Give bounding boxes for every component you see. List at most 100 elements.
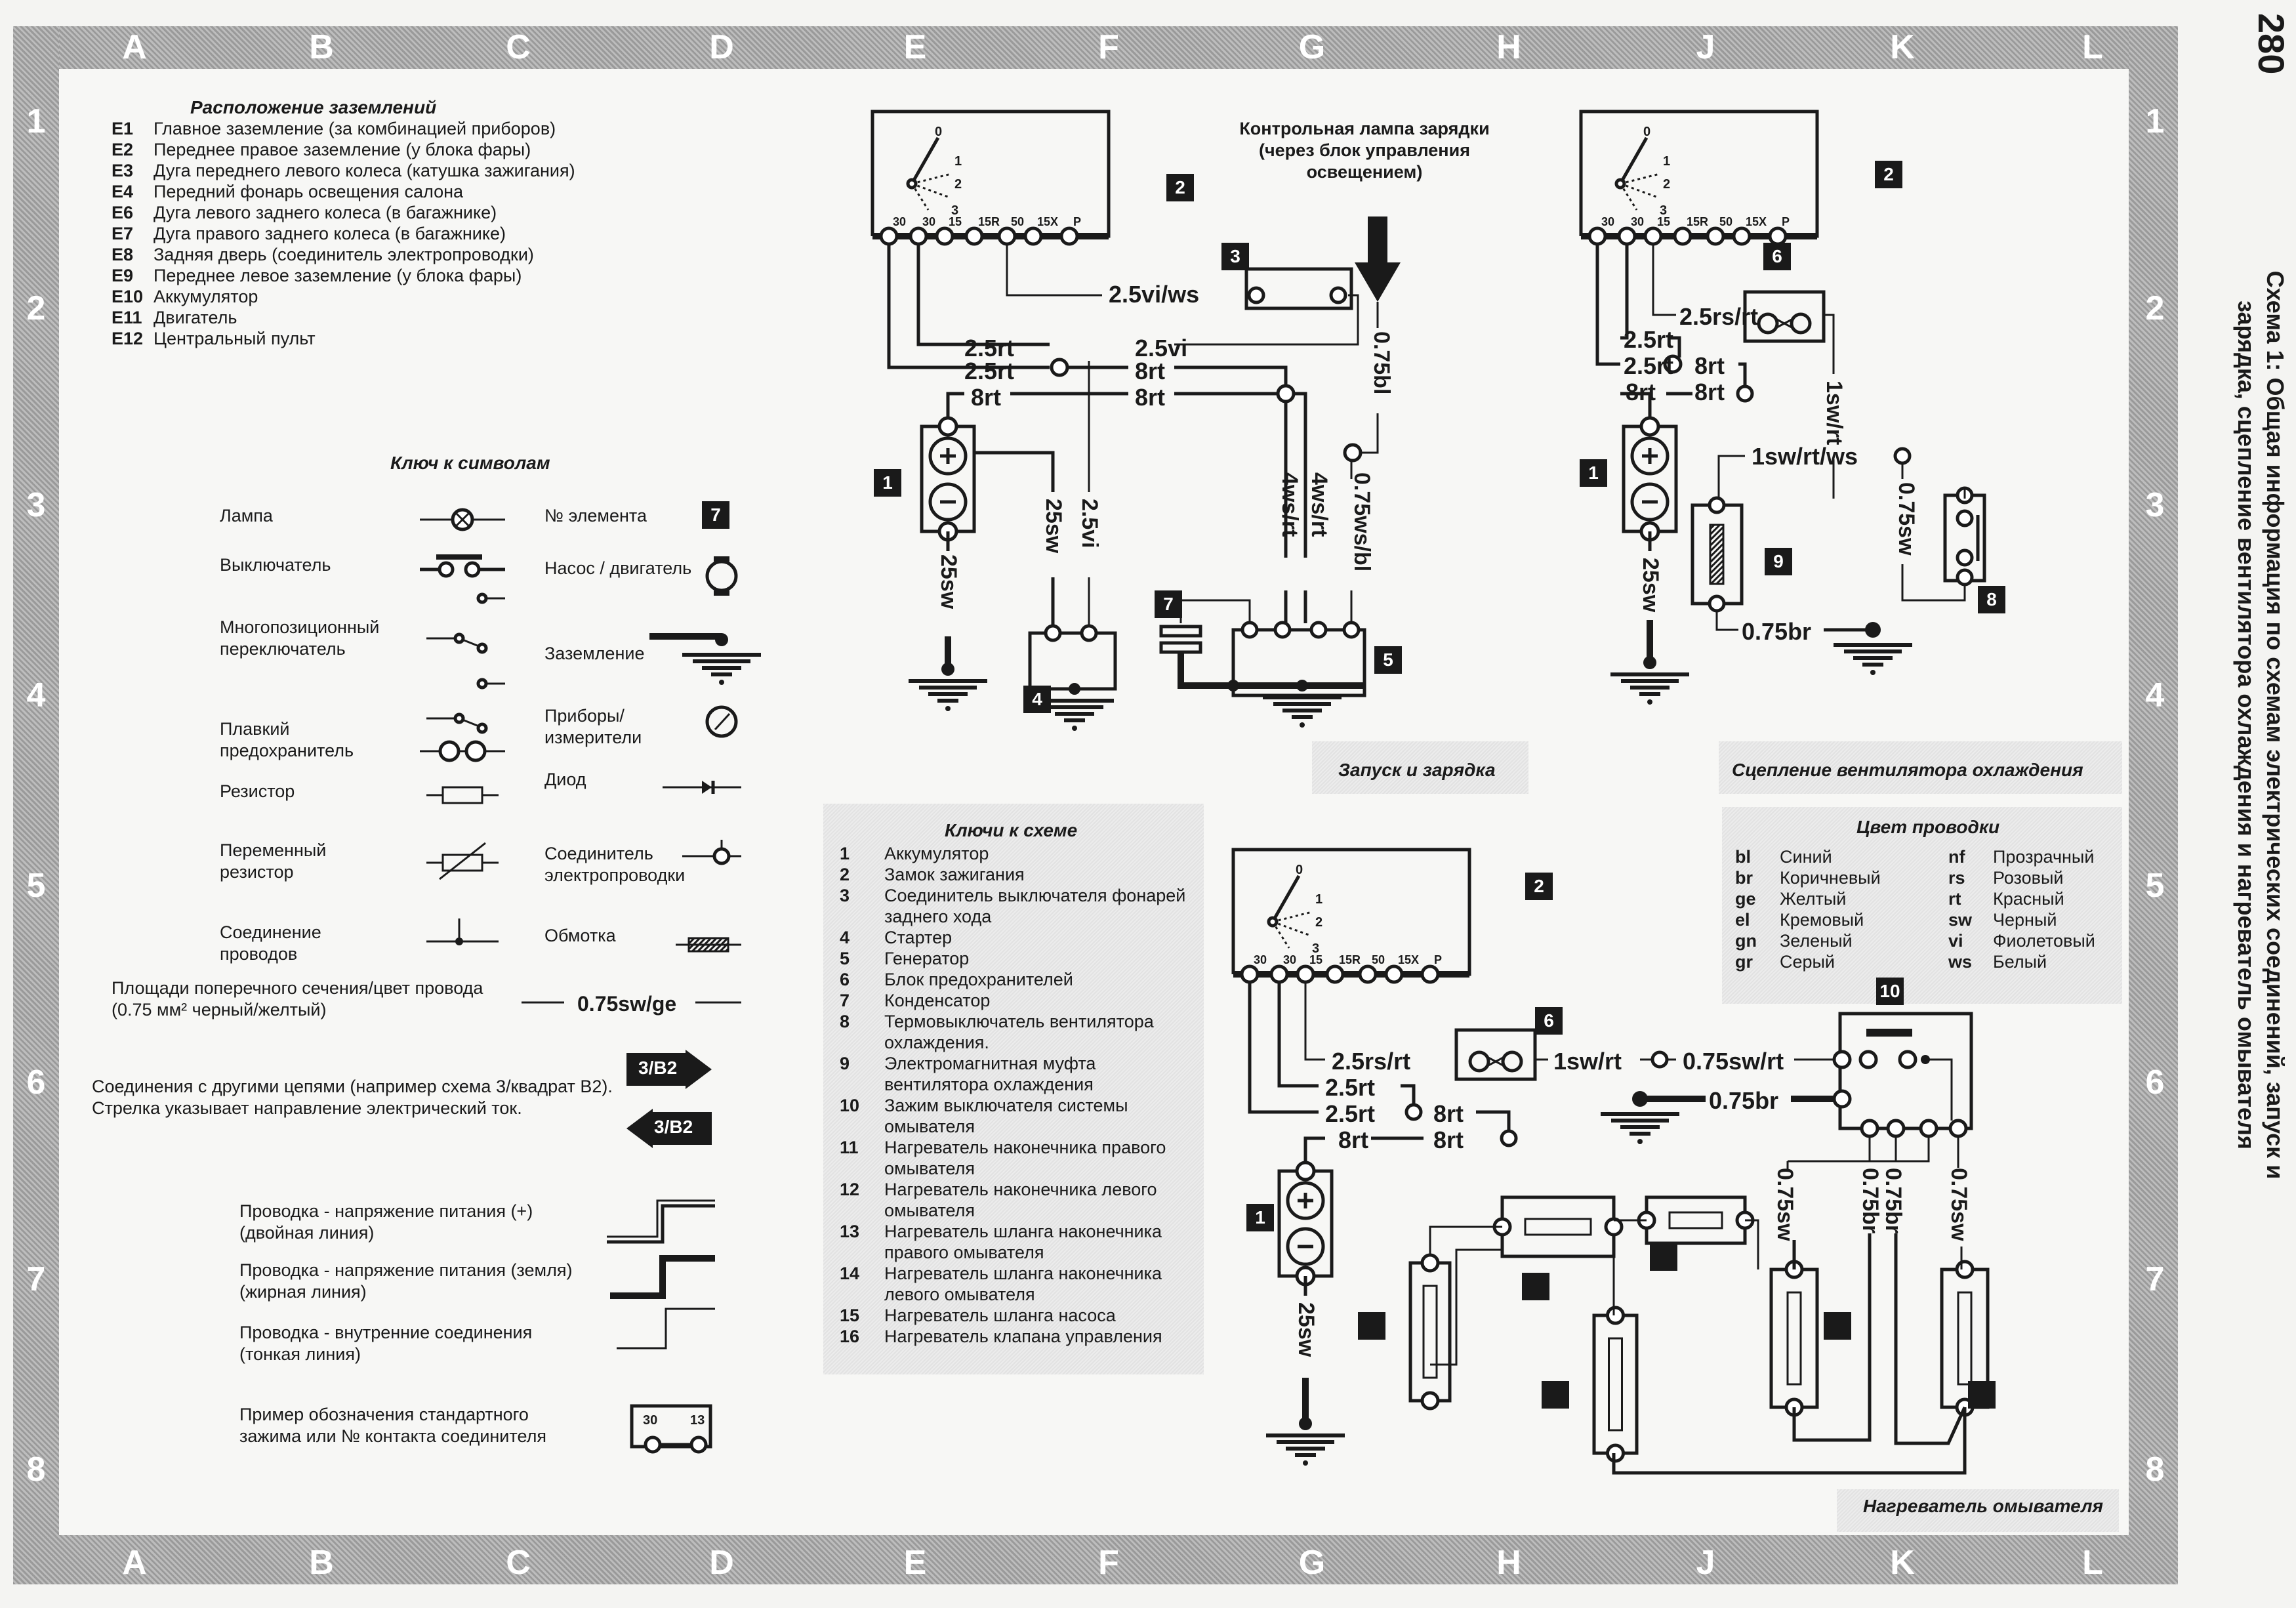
wire-color-name: Розовый: [1993, 868, 2064, 888]
grid-row-right-1: 1: [2145, 102, 2165, 140]
wire-label-0.75sw-a: 0.75sw: [1773, 1168, 1797, 1241]
diagram-key-panel: [823, 804, 1204, 1374]
connector-node: [1247, 286, 1265, 304]
wire-size-label: Площади поперечного сечения/цвет провода…: [112, 978, 483, 1020]
badge-15: [1358, 1312, 1385, 1340]
ground-description: Дуга правого заднего колеса (в багажнике…: [154, 224, 506, 243]
symbol-label: Насос / двигатель: [544, 558, 692, 578]
diagram-key-number: 8: [840, 1012, 850, 1031]
diagram-key-text: Термовыключатель вентилятора охлаждения.: [884, 1012, 1154, 1052]
diagram-key-number: 16: [840, 1327, 860, 1346]
wire-junction-icon: [426, 918, 499, 945]
reverse-light-connector-icon: [1244, 267, 1353, 310]
connector-node: [1858, 1050, 1878, 1069]
connector-node: [1606, 1306, 1625, 1325]
wire-color-name: Фиолетовый: [1993, 931, 2095, 951]
wire: [1277, 982, 1319, 1088]
wire-label-2.5vi-ws: 2.5vi/ws: [1109, 281, 1200, 308]
washer-title-panel: [1837, 1489, 2119, 1532]
wire: [1284, 590, 1307, 623]
wiring-thin-label: Проводка - внутренние соединения (тонкая…: [239, 1323, 533, 1364]
diagram-key-text: Генератор: [884, 949, 970, 968]
ignition-position-label: 1: [1663, 154, 1671, 169]
heater-16-icon: [1500, 1195, 1616, 1258]
wire-color-code: nf: [1948, 847, 1965, 867]
wire-label-2.5rt-b: 2.5rt: [1325, 1100, 1376, 1127]
grid-row-right-3: 3: [2145, 486, 2165, 524]
junction-dot: [1296, 680, 1308, 691]
grid-col-bottom-H: H: [1496, 1544, 1521, 1582]
ground-description: Дуга переднего левого колеса (катушка за…: [154, 161, 575, 180]
grid-col-bottom-B: B: [309, 1544, 334, 1582]
wire: [1745, 1219, 1759, 1269]
grid-col-top-C: C: [506, 28, 531, 66]
alternator-terminal: [1309, 621, 1328, 639]
ignition-terminal-label: 50: [1011, 215, 1025, 228]
ground-code: E3: [112, 161, 134, 180]
wire: [1304, 982, 1325, 1061]
ignition-terminal-30: [909, 226, 928, 246]
wire-label-25sw: 25sw: [1638, 558, 1663, 613]
wire-color-code: rt: [1948, 889, 1961, 909]
wire: [1430, 1248, 1502, 1366]
wire-label-4ws-rt-b: 4ws/rt: [1307, 472, 1332, 537]
symbol-label: Соединение проводов: [220, 922, 321, 964]
junction-dot: [1227, 680, 1239, 691]
fan-title-panel: [1719, 741, 2122, 794]
ignition-terminal-label: 15: [1309, 953, 1323, 966]
ignition-terminal-15: [1643, 226, 1663, 246]
grid-col-top-B: B: [309, 28, 334, 66]
wire-color-code: el: [1735, 910, 1750, 930]
junction-dot: [1069, 683, 1080, 695]
badge-2: 2: [1875, 161, 1902, 188]
grid-col-top-L: L: [2082, 28, 2103, 66]
ground-locations-title: Расположение заземлений: [190, 97, 437, 117]
junction-dot: [1299, 1417, 1312, 1430]
wire: [1174, 294, 1359, 346]
ignition-position-label: 3: [1660, 203, 1668, 218]
wire-color-code: sw: [1948, 910, 1973, 930]
connector-node: [1663, 354, 1683, 374]
ground-description: Дуга левого заднего колеса (в багажнике): [154, 203, 497, 222]
grid-frame-left: [13, 26, 59, 1584]
diagram-key-text: Нагреватель наконечника правого омывател…: [884, 1138, 1166, 1178]
ignition-terminal-15: [935, 226, 954, 246]
wire-colors-panel: [1722, 807, 2122, 1004]
ignition-terminal-label: 50: [1719, 215, 1733, 228]
wire-color-name: Черный: [1993, 910, 2057, 930]
ignition-position-label: 0: [1296, 863, 1303, 877]
diagram-key-item: 11 Нагреватель наконечника правого омыват…: [840, 1137, 1197, 1179]
badge-14: [1650, 1243, 1677, 1271]
grid-col-top-E: E: [903, 28, 927, 66]
wire: [1401, 1084, 1416, 1104]
wire-color-name: Желтый: [1780, 889, 1847, 909]
ground-e11: [1834, 643, 1912, 675]
ignition-position-label: 2: [1663, 177, 1671, 192]
grid-row-left-3: 3: [26, 486, 46, 524]
ignition-position-label: 3: [1312, 941, 1320, 956]
diagram-key-number: 11: [840, 1138, 859, 1157]
wire: [1006, 244, 1102, 297]
grid-row-left-8: 8: [26, 1451, 46, 1489]
battery-fan: [1622, 424, 1678, 533]
grid-row-right-2: 2: [2145, 289, 2165, 327]
ignition-position-label: 0: [935, 125, 943, 139]
grid-row-left-7: 7: [26, 1260, 46, 1298]
element-number-icon: 7: [702, 501, 729, 529]
ignition-terminal-label: 15R: [978, 215, 1000, 228]
ground-description: Переднее левое заземление (у блока фары): [154, 266, 522, 285]
badge-4: 4: [1023, 686, 1051, 713]
ignition-terminal-P: [1420, 964, 1440, 984]
wire-label-25sw-b: 25sw: [936, 554, 961, 609]
wire-label-2.5rs-rt: 2.5rs/rt: [1679, 303, 1759, 330]
junction-dot: [941, 663, 954, 676]
ground-code: E11: [112, 308, 142, 327]
badge-1: 1: [1580, 459, 1607, 487]
diode-icon: [663, 781, 741, 794]
ignition-terminal-label: 30: [893, 215, 907, 228]
connector-node: [1276, 384, 1296, 403]
